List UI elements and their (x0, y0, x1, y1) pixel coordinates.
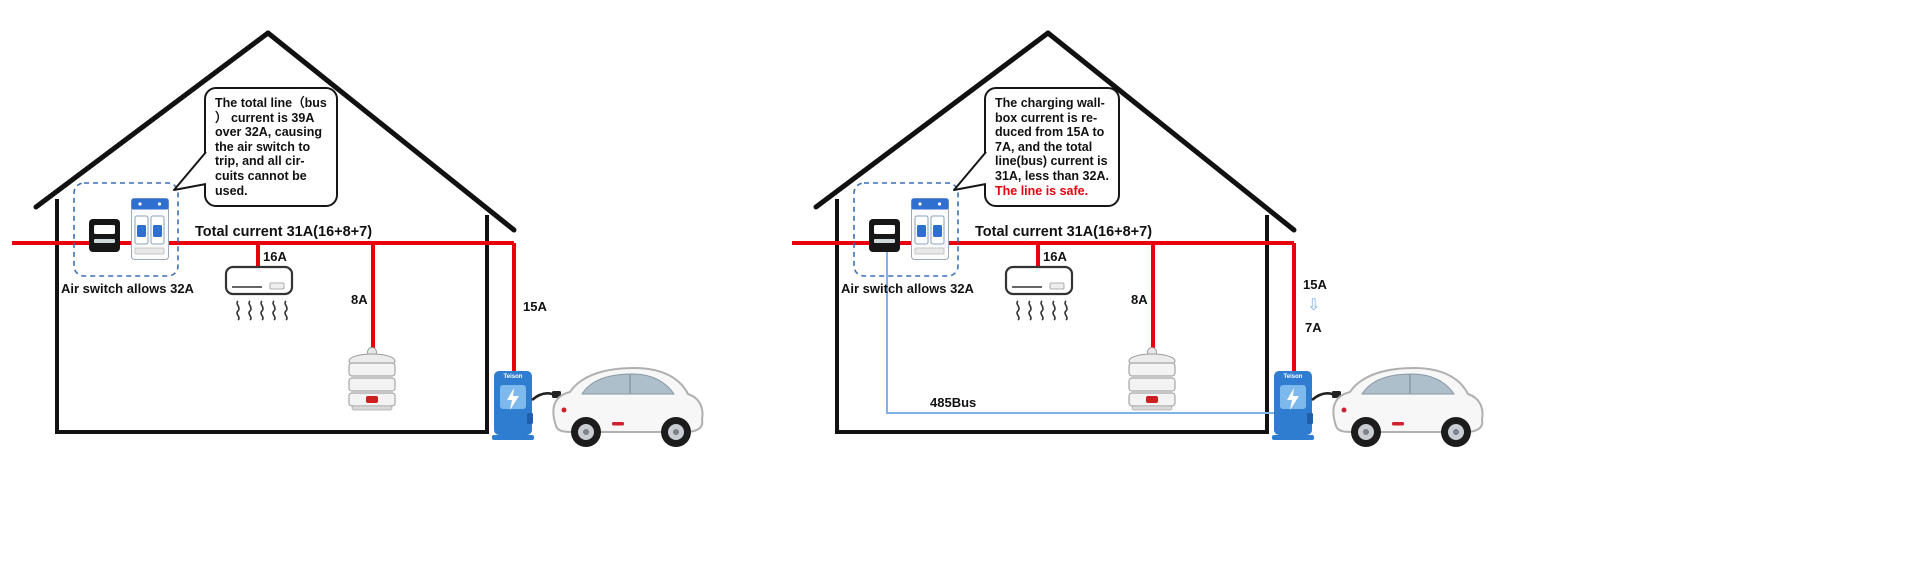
bubble-line: the air switch to (215, 139, 311, 154)
charger-current-label: 15A (523, 299, 547, 314)
cooker-current-label: 8A (351, 292, 368, 307)
bubble-line: line(bus) current is (995, 154, 1108, 169)
electric-cooker-icon (348, 347, 396, 411)
electric-car (1332, 366, 1484, 447)
house-outline (813, 30, 1297, 434)
charger-current-after-label: 7A (1305, 320, 1322, 335)
ev-charger-icon (492, 371, 534, 440)
current-decrease-arrow-icon: ⇩ (1307, 297, 1321, 314)
bubble-line: duced from 15A to (995, 125, 1105, 140)
callout-bubble: The total line（bus ） current is 39A over… (204, 87, 338, 208)
electric-car (552, 366, 704, 447)
485-bus-wire (886, 252, 1274, 414)
meter-breaker-group-box (853, 182, 959, 277)
electric-meter-icon (89, 219, 120, 252)
total-current-label: Total current 31A(16+8+7) (975, 224, 1153, 240)
scenario-panel-balanced: Total current 31A(16+8+7) 16A 8A 15A ⇩ 7… (780, 0, 1560, 586)
total-current-label: Total current 31A(16+8+7) (195, 224, 373, 240)
electric-cooker-icon (1128, 347, 1176, 411)
bubble-tail (173, 151, 207, 191)
485-bus-label: 485Bus (930, 395, 977, 410)
charger-current-before-label: 15A (1303, 277, 1327, 292)
air-conditioner-icon (1004, 265, 1074, 321)
bubble-line: cuits cannot be (215, 168, 307, 183)
air-switch-label: Air switch allows 32A (61, 281, 194, 296)
left-diagram-art (12, 30, 704, 447)
bubble-tail (953, 151, 987, 191)
ev-charger-icon (1272, 371, 1314, 440)
bubble-line: box current is re- (995, 110, 1098, 125)
ac-current-label: 16A (1043, 249, 1067, 264)
cooker-current-label: 8A (1131, 292, 1148, 307)
bubble-line: The charging wall- (995, 96, 1105, 110)
charging-cable (531, 391, 561, 401)
air-switch-label: Air switch allows 32A (841, 281, 974, 296)
meter-breaker-group-box (73, 182, 179, 277)
air-switch-icon (131, 198, 169, 260)
right-diagram-art (792, 30, 1484, 447)
charging-cable (1311, 391, 1341, 401)
bubble-line: The total line（bus (215, 96, 327, 110)
air-switch-icon (911, 198, 949, 260)
bubble-line: ） current is 39A (215, 110, 315, 125)
air-conditioner-icon (224, 265, 294, 321)
house-outline (33, 30, 517, 434)
electric-meter-icon (869, 219, 900, 252)
bubble-line: 31A, less than 32A. (995, 168, 1109, 183)
charger-brand-label: Teison (503, 374, 523, 380)
callout-bubble: The charging wall- box current is re- du… (984, 87, 1120, 208)
bubble-safe-line: The line is safe. (995, 183, 1089, 198)
bubble-line: 7A, and the total (995, 139, 1093, 154)
bubble-line: over 32A, causing (215, 125, 322, 140)
ac-current-label: 16A (263, 249, 287, 264)
scenario-panel-overload: Total current 31A(16+8+7) 16A 8A 15A Air… (0, 0, 780, 586)
bubble-line: trip, and all cir- (215, 154, 305, 169)
charger-brand-label: Teison (1283, 374, 1303, 380)
bubble-line: used. (215, 183, 248, 198)
